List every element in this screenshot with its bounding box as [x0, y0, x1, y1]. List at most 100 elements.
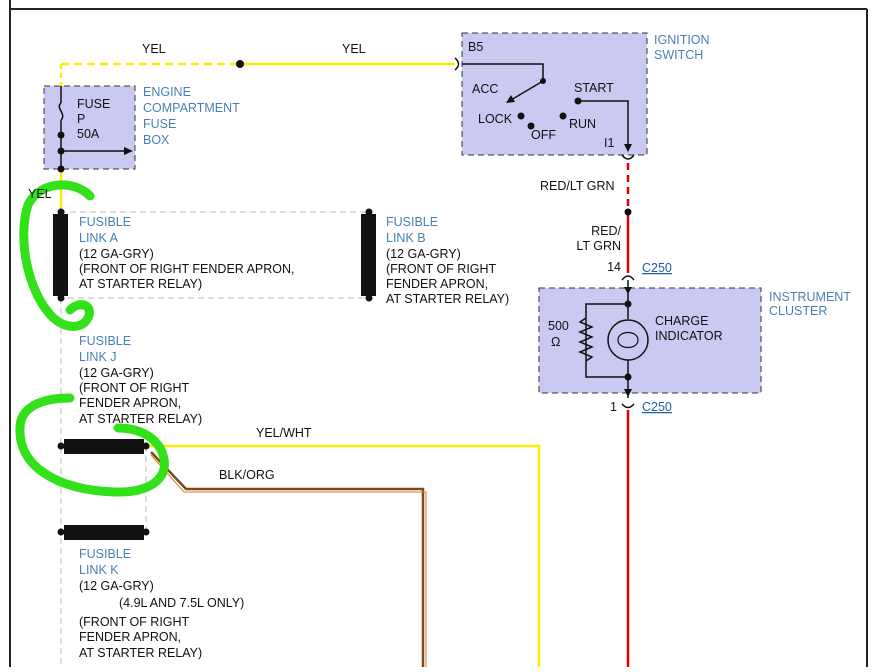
green-highlight-annotation	[19, 180, 95, 331]
fuse-label: P	[77, 112, 85, 126]
fusible-link-node	[57, 528, 65, 536]
fusible-link-k-engine-note: (4.9L AND 7.5L ONLY)	[119, 596, 244, 610]
fuse-box-title: BOX	[143, 133, 170, 147]
fusible-link-a-spec: (12 GA-GRY)	[79, 247, 154, 261]
connector-c250-link[interactable]: C250	[642, 261, 672, 275]
fusible-link-a	[53, 214, 68, 296]
ohm-icon: Ω	[551, 335, 560, 349]
fusible-link-node	[57, 294, 65, 302]
ignition-switch-title: SWITCH	[654, 48, 703, 62]
charge-indicator-label: INDICATOR	[655, 329, 723, 343]
fusible-link-a-title: LINK A	[79, 231, 119, 245]
cluster-pin-1: 1	[610, 400, 617, 414]
blk-org-wire	[150, 451, 425, 667]
fusible-link-b-title: FUSIBLE	[386, 215, 438, 229]
fusible-link-k	[64, 525, 144, 540]
fusible-link-k-location: (FRONT OF RIGHT	[79, 615, 190, 629]
cluster-arrow-icon	[624, 389, 632, 397]
fuse-node	[57, 147, 65, 155]
wire-label-red-lt-grn: LT GRN	[576, 239, 621, 253]
blk-org-wire-stripe	[150, 454, 427, 667]
fuse-element-icon	[58, 102, 64, 121]
instrument-cluster-title: INSTRUMENT	[769, 290, 851, 304]
fusible-link-j	[64, 439, 144, 454]
wire-label-yel: YEL	[142, 42, 166, 56]
splice-node	[236, 60, 244, 68]
fuse-box-component	[43, 85, 136, 170]
wire-label-yel: YEL	[28, 187, 52, 201]
connector-c250-link[interactable]: C250	[642, 400, 672, 414]
fusible-link-a-location: AT STARTER RELAY)	[79, 277, 202, 291]
ignition-connector-i1	[621, 154, 635, 160]
cluster-connector-c250-bottom	[621, 403, 635, 409]
ignition-contact	[517, 112, 525, 120]
ignition-wiper	[510, 80, 544, 101]
ignition-pin-b5: B5	[468, 40, 483, 54]
ignition-contact	[527, 122, 535, 130]
fusible-link-k-spec: (12 GA-GRY)	[79, 579, 154, 593]
ignition-start-label: START	[574, 81, 614, 95]
wire-label-blk-org: BLK/ORG	[219, 468, 275, 482]
fusible-link-b-location: (FRONT OF RIGHT	[386, 262, 497, 276]
fusible-link-j-location: FENDER APRON,	[79, 396, 181, 410]
fuse-label: 50A	[77, 127, 100, 141]
fusible-link-k-title: FUSIBLE	[79, 547, 131, 561]
resistor-value: 500	[548, 319, 569, 333]
fusible-link-b	[361, 214, 376, 296]
cluster-parallel-loop	[585, 303, 628, 378]
ignition-start-line	[578, 100, 629, 146]
wire-label-red-lt-grn: RED/LT GRN	[540, 179, 615, 193]
ignition-connector-b5	[454, 57, 460, 71]
resistor-icon	[578, 317, 594, 362]
ignition-switch-component	[461, 32, 648, 156]
fusible-link-node	[57, 442, 65, 450]
fusible-link-j-location: AT STARTER RELAY)	[79, 412, 202, 426]
ignition-off-label: OFF	[531, 128, 556, 142]
fuse-node	[57, 131, 65, 139]
instrument-cluster-component	[538, 287, 762, 394]
fuse-node	[57, 165, 65, 173]
fuse-box-title: COMPARTMENT	[143, 101, 240, 115]
fusible-link-j-location: (FRONT OF RIGHT	[79, 381, 190, 395]
fusible-link-j-title: FUSIBLE	[79, 334, 131, 348]
fusible-link-node	[365, 294, 373, 302]
cluster-connector-c250-top	[621, 275, 635, 281]
charge-indicator-label: CHARGE	[655, 314, 708, 328]
fusible-link-k-location: FENDER APRON,	[79, 630, 181, 644]
fusible-link-j-spec: (12 GA-GRY)	[79, 366, 154, 380]
fusible-link-node	[365, 208, 373, 216]
cluster-pin-14: 14	[607, 260, 621, 274]
ignition-acc-label: ACC	[472, 82, 498, 96]
ignition-pin-i1: I1	[604, 136, 614, 150]
green-highlight-annotation	[15, 393, 169, 497]
ignition-contact	[559, 112, 567, 120]
ignition-run-label: RUN	[569, 117, 596, 131]
fuse-box-title: FUSE	[143, 117, 176, 131]
ignition-wiper-arrow-icon	[506, 95, 515, 103]
fusible-link-a-location: (FRONT OF RIGHT FENDER APRON,	[79, 262, 295, 276]
ignition-switch-title: IGNITION	[654, 33, 710, 47]
fusible-link-k-title: LINK K	[79, 563, 119, 577]
fusible-link-a-title: FUSIBLE	[79, 215, 131, 229]
wire-label-yel: YEL	[342, 42, 366, 56]
yel-wht-wire	[146, 444, 541, 667]
fuse-label: FUSE	[77, 97, 110, 111]
bulb-filament-icon	[617, 331, 639, 349]
fusible-link-b-spec: (12 GA-GRY)	[386, 247, 461, 261]
fusible-link-b-title: LINK B	[386, 231, 426, 245]
wire-label-red-lt-grn: RED/	[591, 224, 621, 238]
wire-label-yel-wht: YEL/WHT	[256, 426, 312, 440]
fuse-box-title: ENGINE	[143, 85, 191, 99]
splice-node	[624, 208, 632, 216]
cluster-arrow-icon	[624, 287, 632, 294]
fusible-link-node	[142, 528, 150, 536]
fusible-link-node	[57, 208, 65, 216]
fusible-link-j-title: LINK J	[79, 350, 117, 364]
fusible-link-b-location: FENDER APRON,	[386, 277, 488, 291]
instrument-cluster-title: CLUSTER	[769, 304, 827, 318]
ignition-feed-line	[462, 63, 544, 81]
fusible-link-k-location: AT STARTER RELAY)	[79, 646, 202, 660]
ignition-lock-label: LOCK	[478, 112, 513, 126]
